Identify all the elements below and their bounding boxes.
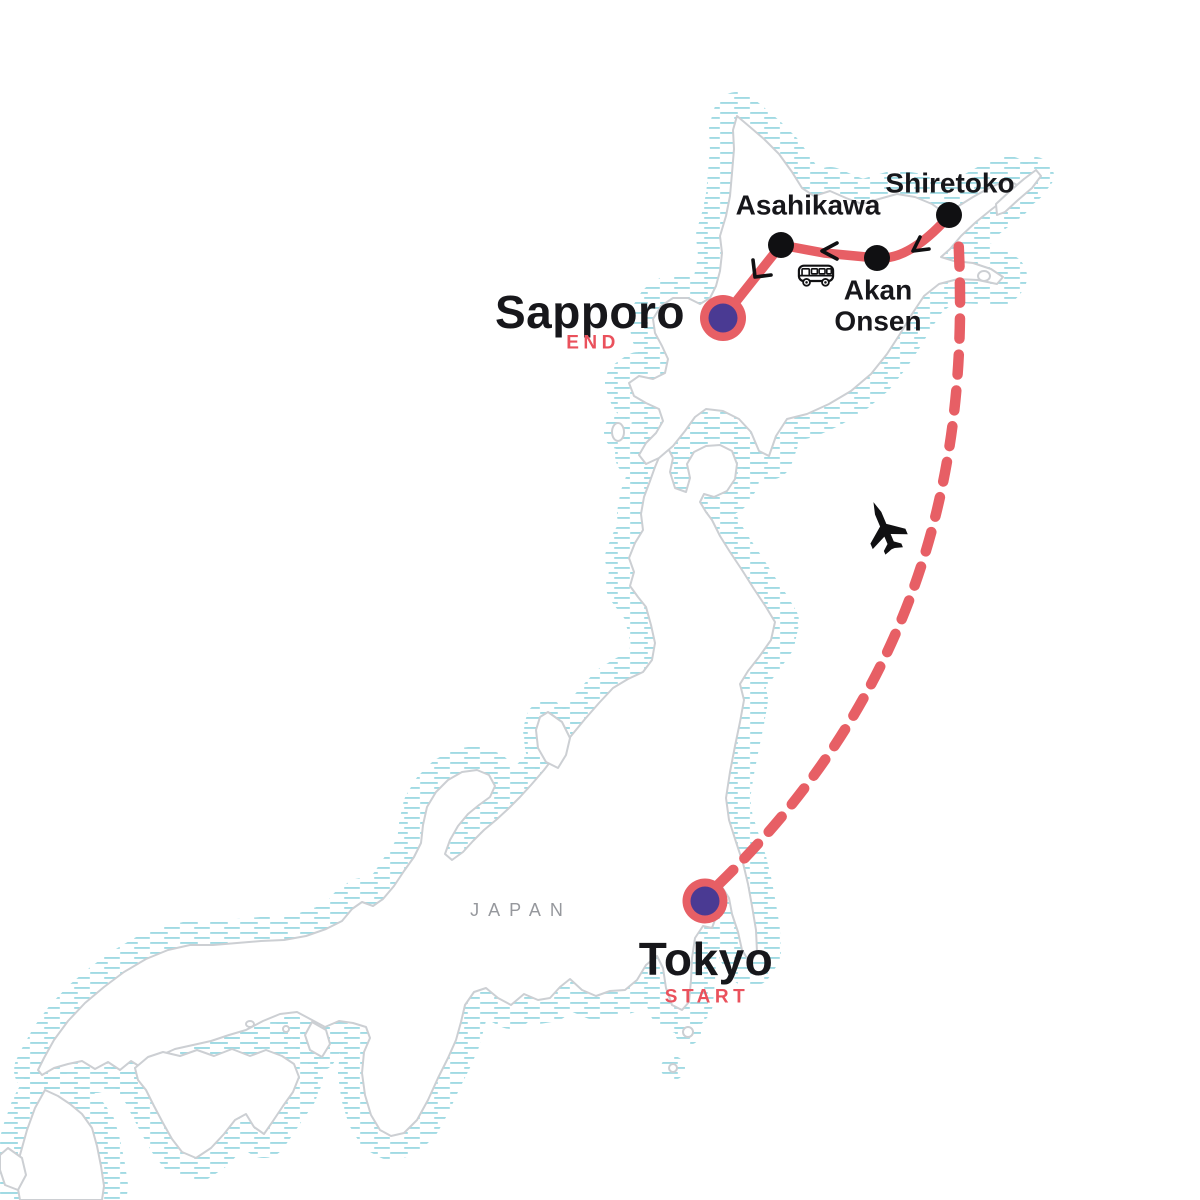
airplane-icon [870, 502, 908, 555]
akan-onsen-line1: Akan [843, 274, 913, 306]
coastline-small-island [682, 1026, 694, 1038]
stop-dot-shiretoko [936, 202, 962, 228]
coastline-honshu [37, 444, 776, 1137]
city-label-asahikawa: Asahikawa [735, 189, 881, 221]
stop-dot-asahikawa [768, 232, 794, 258]
city-label-shiretoko: Shiretoko [885, 167, 1015, 199]
tokyo-start-marker [682, 878, 728, 924]
city-label-tokyo: Tokyo [638, 933, 774, 986]
route-layer [682, 202, 966, 924]
start-badge: START [664, 986, 750, 1008]
coastline-small-island [668, 1063, 678, 1073]
coastline-small-island [977, 270, 991, 282]
route-arrow-icon [820, 241, 839, 261]
city-label-akan-onsen: Akan Onsen [834, 275, 921, 338]
route-arrow-icon [911, 235, 931, 253]
end-badge: END [566, 332, 620, 354]
route-arrow-icon [751, 258, 773, 279]
coastline-small-island [245, 1020, 255, 1028]
bus-icon [797, 264, 835, 287]
sapporo-end-marker [700, 295, 746, 341]
coastline-small-island [282, 1025, 290, 1033]
city-label-sapporo: Sapporo [494, 286, 686, 339]
flight-path-tokyo-shiretoko [713, 226, 966, 890]
country-label-japan: JAPAN [470, 899, 572, 920]
stop-dot-akan-onsen [864, 245, 890, 271]
akan-onsen-line2: Onsen [834, 306, 922, 337]
ground-route-shiretoko-sapporo [718, 211, 954, 323]
coastline-small-island [611, 422, 625, 442]
